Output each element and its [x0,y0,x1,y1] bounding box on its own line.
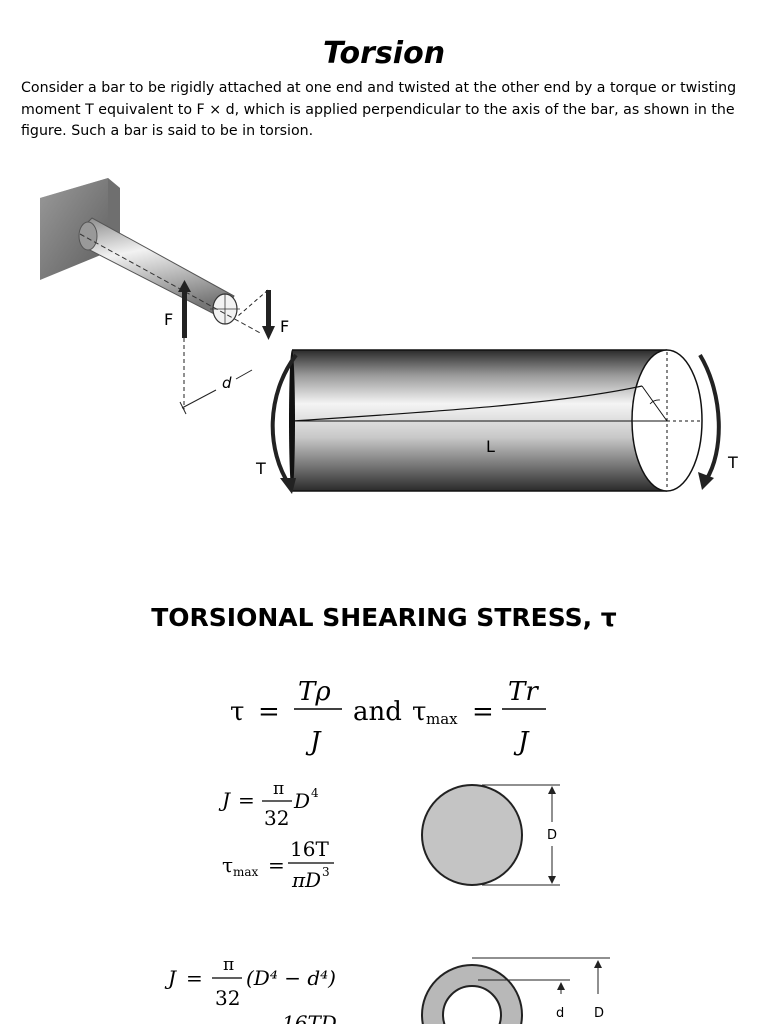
torque-arrow-right [698,353,721,490]
and-word: and [353,697,402,727]
distance-dimension [179,289,269,415]
numerator-16t: 16T [290,837,329,861]
inner-diameter-label: d [556,1006,564,1021]
section-heading: TORSIONAL SHEARING STRESS, τ [151,603,617,632]
den-pi: π [291,868,306,892]
den-d: D [304,868,321,892]
force-label-up: F [164,310,173,329]
pi-symbol: π [273,779,284,799]
tau-max-symbol: τ [412,697,426,727]
tau-symbol-solid: τ [222,853,233,877]
force-arrow-down [262,290,275,340]
hollow-shaft-formulas: J = π 32 (D⁴ − d⁴) 16TD [164,955,337,1024]
solid-shaft-formulas: J = π 32 D 4 τ max = 16T π D 3 [218,779,334,892]
angle-label: θ [638,400,647,418]
max-subscript: max [426,710,458,728]
d-term: D [293,789,310,813]
svg-text:=: = [238,788,255,812]
page-title: Torsion [322,36,446,71]
max-subscript-solid: max [233,865,259,879]
force-arrow-up [178,280,191,338]
force-label-down: F [280,317,289,336]
exponent-4: 4 [311,786,319,800]
svg-text:=: = [186,966,203,990]
numerator-tr: Tr [508,677,539,707]
large-cylinder [289,349,703,492]
diameter-label: D [547,828,557,843]
radius-label: r [650,376,657,394]
length-label: L [486,437,495,456]
torque-label-left: T [255,459,266,478]
exponent-3: 3 [322,865,330,879]
torque-label-right: T [727,453,738,472]
small-bar [78,217,263,335]
pi-symbol-hollow: π [223,955,234,975]
torque-arrow-left [270,353,298,494]
numerator-t-rho: Tρ [298,677,331,707]
coef-32: 32 [264,806,289,830]
denominator-j: J [305,727,322,757]
difference-term: (D⁴ − d⁴) [246,966,336,990]
svg-text:=: = [268,853,285,877]
equals-sign-2: = [472,697,494,727]
j-symbol: J [218,788,231,812]
formulas: τ = Tρ J and τ max = Tr J J = π 32 D 4 τ… [164,677,610,1024]
tau-symbol: τ [230,697,244,727]
torsion-figure: F F d r θ L T T [40,178,738,494]
main-formula: τ = Tρ J and τ max = Tr J [230,677,546,757]
denominator-j-2: J [513,727,530,757]
outer-diameter-label: D [594,1006,604,1021]
coef-32-hollow: 32 [215,986,240,1010]
distance-label: d [222,374,232,392]
equals-sign: = [258,697,280,727]
hollow-shaft-diagram: d D [421,957,610,1024]
intro-paragraph: Consider a bar to be rigidly attached at… [21,80,737,139]
partial-numerator: 16TD [282,1011,337,1024]
j-symbol-hollow: J [164,966,177,990]
solid-shaft-diagram: D [421,784,560,886]
